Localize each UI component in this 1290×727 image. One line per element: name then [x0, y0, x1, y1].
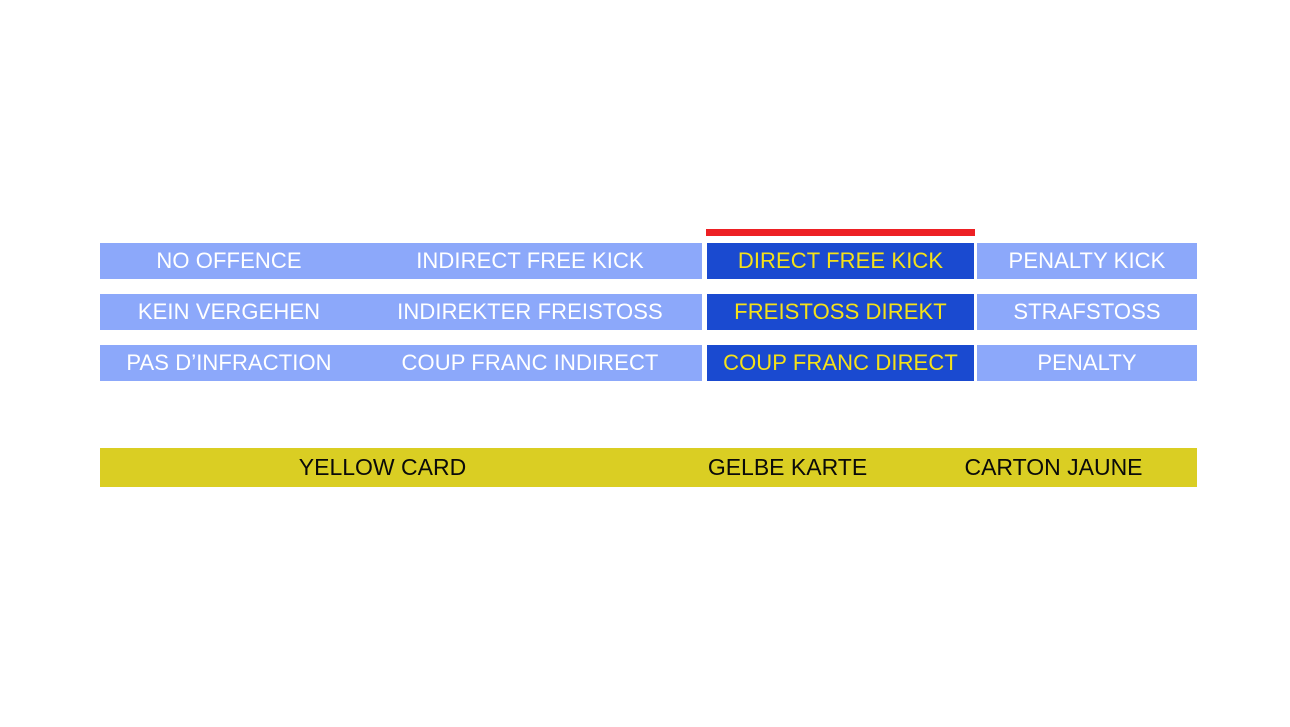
cell-label: PENALTY — [1037, 350, 1137, 375]
row-english-left-group: NO OFFENCE INDIRECT FREE KICK — [100, 243, 702, 279]
cell-french-penalty[interactable]: PENALTY — [977, 345, 1197, 381]
cell-english-indirect-free-kick[interactable]: INDIRECT FREE KICK — [358, 243, 702, 279]
cell-german-indirekter-freistoss[interactable]: INDIREKTER FREISTOSS — [358, 294, 702, 330]
cell-english-penalty-kick[interactable]: PENALTY KICK — [977, 243, 1197, 279]
row-french-left-group: PAS D’INFRACTION COUP FRANC INDIRECT — [100, 345, 702, 381]
matrix-row-french: PAS D’INFRACTION COUP FRANC INDIRECT COU… — [100, 345, 1197, 381]
cell-label: FREISTOSS DIREKT — [734, 299, 947, 324]
cell-label: INDIRECT FREE KICK — [416, 248, 644, 273]
cell-label: STRAFSTOSS — [1013, 299, 1161, 324]
cell-label: DIRECT FREE KICK — [737, 248, 944, 273]
card-label: CARTON JAUNE — [964, 454, 1143, 480]
decision-matrix: NO OFFENCE INDIRECT FREE KICK DIRECT FRE… — [100, 243, 1197, 381]
cell-label: COUP FRANC INDIRECT — [401, 350, 659, 375]
cell-label: INDIREKTER FREISTOSS — [397, 299, 663, 324]
cell-french-pas-d-infraction[interactable]: PAS D’INFRACTION — [100, 345, 358, 381]
row-german-left-group: KEIN VERGEHEN INDIREKTER FREISTOSS — [100, 294, 702, 330]
cell-german-strafstoss[interactable]: STRAFSTOSS — [977, 294, 1197, 330]
cell-french-coup-franc-direct-selected[interactable]: COUP FRANC DIRECT — [707, 345, 974, 381]
cell-label: PAS D’INFRACTION — [126, 350, 332, 375]
card-cell-german: GELBE KARTE — [665, 448, 910, 487]
cell-english-direct-free-kick-selected[interactable]: DIRECT FREE KICK — [707, 243, 974, 279]
matrix-row-german: KEIN VERGEHEN INDIREKTER FREISTOSS FREIS… — [100, 294, 1197, 330]
selection-marker-red-bar — [706, 229, 975, 236]
cell-german-freistoss-direkt-selected[interactable]: FREISTOSS DIREKT — [707, 294, 974, 330]
cell-label: KEIN VERGEHEN — [137, 299, 321, 324]
card-cell-english: YELLOW CARD — [100, 448, 665, 487]
card-cell-french: CARTON JAUNE — [910, 448, 1197, 487]
cell-english-no-offence[interactable]: NO OFFENCE — [100, 243, 358, 279]
cell-label: PENALTY KICK — [1008, 248, 1166, 273]
card-label: YELLOW CARD — [298, 454, 467, 480]
matrix-row-english: NO OFFENCE INDIRECT FREE KICK DIRECT FRE… — [100, 243, 1197, 279]
cell-german-kein-vergehen[interactable]: KEIN VERGEHEN — [100, 294, 358, 330]
card-label: GELBE KARTE — [707, 454, 868, 480]
yellow-card-banner[interactable]: YELLOW CARD GELBE KARTE CARTON JAUNE — [100, 448, 1197, 487]
cell-label: NO OFFENCE — [156, 248, 302, 273]
cell-french-coup-franc-indirect[interactable]: COUP FRANC INDIRECT — [358, 345, 702, 381]
cell-label: COUP FRANC DIRECT — [723, 350, 958, 375]
